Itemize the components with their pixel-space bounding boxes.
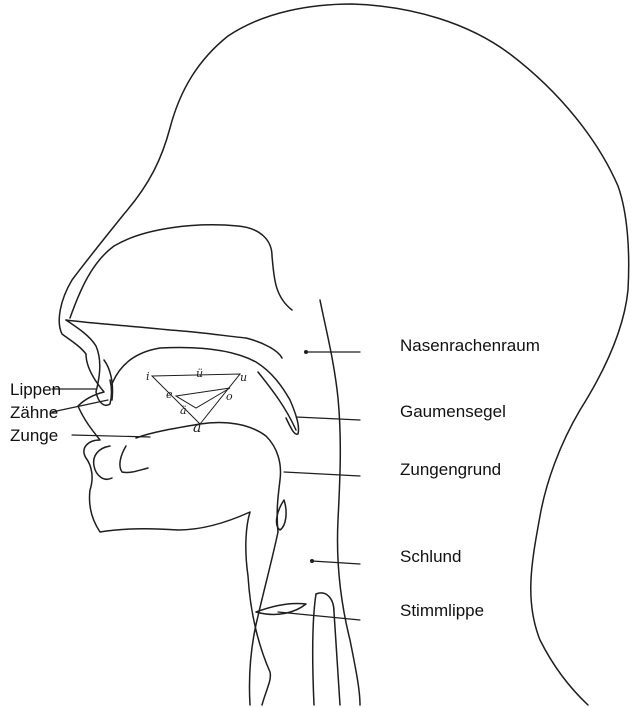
leader-gaumensegel (296, 417, 360, 420)
label-zaehne: Zähne (10, 403, 58, 422)
vowel-i: i (146, 370, 150, 383)
label-schlund: Schlund (400, 547, 461, 566)
vowel-ae: ä (180, 404, 187, 417)
lower-teeth-outline (120, 446, 148, 473)
palate-inner-curve (112, 348, 299, 435)
label-nasenrachenraum: Nasenrachenraum (400, 336, 540, 355)
trachea-outline (316, 593, 340, 705)
leader-schlund (312, 561, 360, 564)
label-stimmlippe: Stimmlippe (400, 601, 484, 620)
head-outline (59, 4, 628, 705)
label-lippen: Lippen (10, 380, 61, 399)
vowel-o: o (226, 390, 233, 403)
trachea-inner-outline (313, 594, 316, 705)
label-gaumensegel: Gaumensegel (400, 402, 506, 421)
leader-dot-schlund (310, 559, 314, 563)
label-zungengrund: Zungengrund (400, 460, 501, 479)
lower-lip-outline (94, 446, 112, 479)
vowel-a: a (193, 420, 201, 436)
tongue-outline (136, 423, 280, 533)
leader-stimmlippe (278, 612, 360, 620)
pharynx-wall-outline (320, 300, 360, 705)
vowel-u: u (240, 371, 247, 384)
leader-zungengrund (284, 472, 360, 476)
upper-lip-outline (66, 320, 112, 405)
label-zunge: Zunge (10, 426, 58, 445)
vowel-e: e (166, 388, 173, 401)
leader-zunge (72, 435, 150, 437)
vowel-ue: ü (196, 367, 203, 380)
leader-dot-nasenrachenraum (304, 350, 308, 354)
